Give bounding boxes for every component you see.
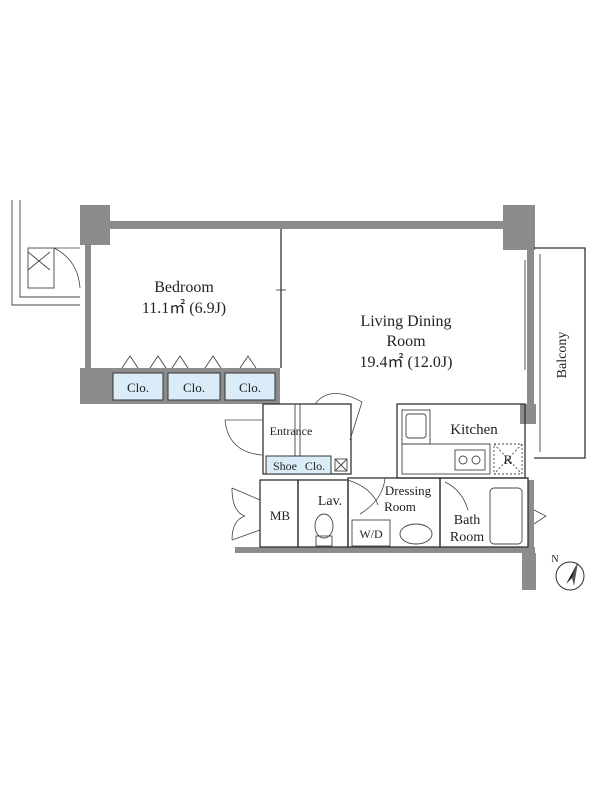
balcony-label: Balcony — [555, 332, 570, 379]
dressing-label-line1: Dressing — [385, 483, 432, 498]
shoe-closet-label-b: Clo. — [305, 459, 325, 473]
closet-2 — [167, 372, 221, 401]
entrance: Entrance Shoe Clo. — [224, 393, 363, 475]
washer-label: W/D — [359, 527, 383, 541]
living-area: 19.4㎡ (12.0J) — [360, 353, 453, 371]
compass-north-label: N — [551, 554, 558, 565]
living-name-line1: Living Dining — [360, 313, 451, 330]
bath-label-line1: Bath — [454, 513, 480, 528]
shoe-closet — [265, 455, 332, 475]
living-dining-room: Living Dining Room 19.4㎡ (12.0J) — [360, 260, 526, 371]
fridge-label: R — [504, 452, 513, 467]
closet-label-2: Clo. — [183, 380, 205, 395]
closet-row: Clo. Clo. Clo. — [112, 372, 276, 401]
shoe-closet-label-a: Shoe — [273, 459, 297, 473]
kitchen-label: Kitchen — [450, 422, 498, 438]
bath-label-line2: Room — [450, 530, 484, 545]
lavatory: Lav. — [297, 479, 379, 548]
bedroom: Bedroom 11.1㎡ (6.9J) — [121, 229, 286, 369]
dressing-label-line2: Room — [384, 499, 416, 514]
living-name-line2: Room — [386, 333, 426, 350]
closet-label-1: Clo. — [127, 380, 149, 395]
closet-label-3: Clo. — [239, 380, 261, 395]
bedroom-name: Bedroom — [154, 279, 214, 296]
entrance-label: Entrance — [270, 424, 313, 438]
balcony: Balcony — [534, 247, 586, 459]
meter-box: MB — [231, 479, 299, 548]
closet-3 — [224, 372, 276, 401]
dressing-room: Dressing Room W/D — [347, 477, 441, 548]
kitchen: Kitchen R — [396, 403, 526, 479]
closet-1 — [112, 372, 164, 401]
lavatory-label: Lav. — [318, 494, 342, 509]
bedroom-area: 11.1㎡ (6.9J) — [142, 299, 226, 317]
bath-room: Bath Room — [439, 477, 547, 548]
mb-label: MB — [270, 508, 291, 523]
exterior-shaft — [11, 200, 81, 306]
compass-icon: N — [551, 554, 585, 591]
